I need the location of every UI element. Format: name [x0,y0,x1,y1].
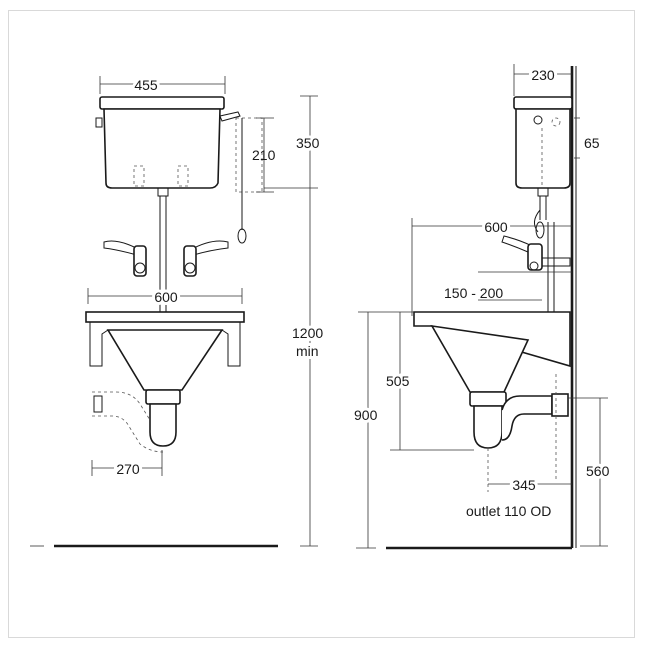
basin-projection-label: 600 [484,219,508,235]
front-basin [85,311,245,447]
front-lever-outline [235,117,263,193]
trap-offset-label: 270 [116,461,140,477]
front-tap-left [103,240,147,277]
front-view: 455 210 [30,74,326,548]
side-cistern [513,96,573,197]
side-basin [413,311,571,449]
front-cistern [95,96,241,197]
basin-width-label: 600 [154,289,178,305]
cistern-height-label: 350 [296,135,320,151]
cistern-depth-label: 230 [531,67,555,83]
overall-height-unit-label: min [296,343,319,359]
overall-height-value-label: 1200 [292,325,323,341]
outlet-projection-label: 345 [512,477,536,493]
side-tap [501,235,571,271]
basin-depth-label: 505 [386,373,410,389]
lever-drop-label: 210 [252,147,276,163]
front-tap-right [183,240,229,277]
rim-height-label: 900 [354,407,378,423]
cistern-detail-label: 65 [584,135,600,151]
front-trap-outline [92,391,164,453]
cistern-width-label: 455 [134,77,158,93]
outlet-height-label: 560 [586,463,610,479]
outlet-note-label: outlet 110 OD [466,503,551,519]
tap-height-range-label: 150 - 200 [444,285,503,301]
side-view: 230 65 600 [351,64,613,550]
